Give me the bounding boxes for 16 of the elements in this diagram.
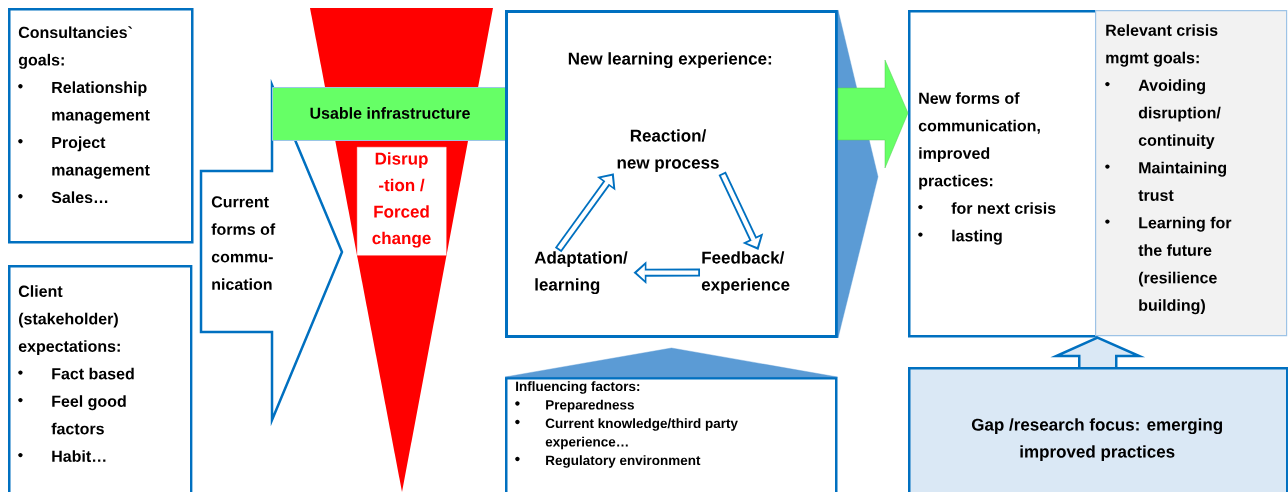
banner: Usable infrastructure — [272, 87, 506, 141]
step-label: Adaptation/ learning — [534, 251, 628, 295]
text-box: Consultancies` goals: Relationship management Project management Sales… — [8, 8, 194, 244]
text-box: Gap /research focus: emerging improved practices — [908, 367, 1288, 492]
text-box: Influencing factors: Preparedness Current knowledge/third party experience… Regulatory environment — [505, 377, 838, 492]
arrow — [837, 59, 909, 169]
step-label: Reaction/ new process — [617, 129, 719, 173]
arrow — [504, 347, 838, 378]
text-box: Relevant crisis mgmt goals: Avoiding disruption/ continuity Maintaining trust Learning for the future (resilience building) — [1095, 10, 1288, 337]
step-label: Feedback/ experience — [701, 251, 790, 295]
text-box: Disrup -tion / Forced change — [357, 147, 447, 256]
arrow — [1050, 336, 1146, 369]
text-box: Client (stakeholder) expectations: Fact based Feel good factors Habit… — [8, 265, 193, 492]
arrow — [554, 173, 616, 253]
text-box: New forms of communication, improved practices: for next crisis lasting — [908, 10, 1098, 338]
arrow — [718, 171, 764, 250]
